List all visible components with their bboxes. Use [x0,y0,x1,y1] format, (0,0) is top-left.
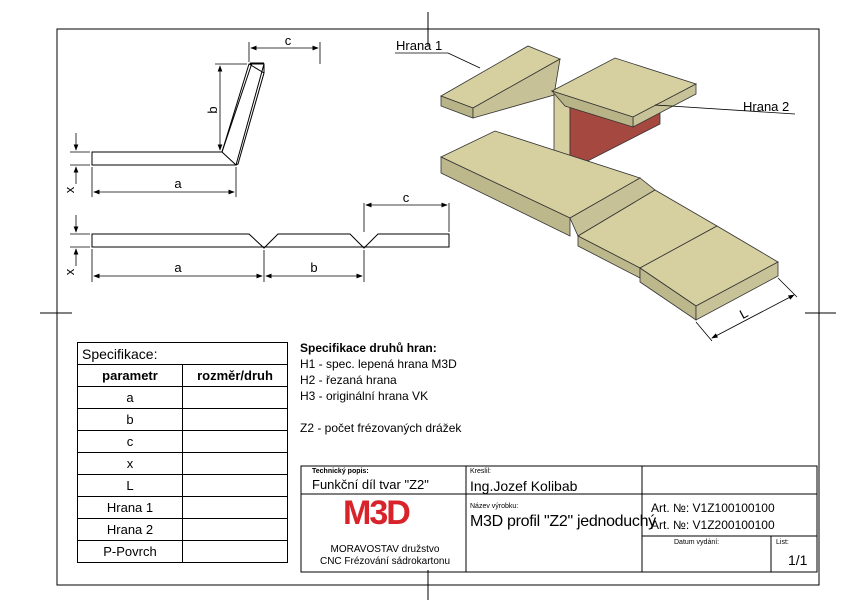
sheet-value: 1/1 [788,552,808,568]
dims-top [70,42,321,197]
isometric-3d-view [440,45,779,321]
table-row: L [77,474,288,497]
art-number-2: Art. №: V1Z200100100 [651,518,775,532]
value-cell[interactable] [182,452,288,475]
company-name: MORAVOSTAV družstvo [330,544,440,555]
centering-marks [40,12,836,600]
dim-b-bottom: b [310,260,317,275]
param-cell: c [77,430,183,453]
sheet-label: List: [776,539,789,546]
table-row: b [77,408,288,431]
param-cell: L [77,474,183,497]
value-cell[interactable] [182,518,288,541]
drawn-label: Kreslil: [470,468,492,475]
edge-spec-spacer [300,404,461,420]
param-cell: Hrana 2 [77,518,183,541]
dims-bottom [70,202,450,282]
value-cell[interactable] [182,408,288,431]
table-row: x [77,452,288,475]
dim-c-bottom: c [403,190,410,205]
profile-top-view [91,62,265,166]
param-cell: P-Povrch [77,540,183,563]
spec-header-value: rozměr/druh [182,364,288,387]
m3d-logo: M3D [343,494,411,532]
dim-x-bottom: x [62,268,77,275]
table-row: P-Povrch [77,540,288,563]
param-cell: a [77,386,183,409]
edge-spec-line: H1 - spec. lepená hrana M3D [300,357,457,371]
spec-header-param: parametr [77,364,183,387]
spec-table-caption: Specifikace: [77,342,288,365]
edge-spec-line: H2 - řezaná hrana [300,373,397,387]
value-cell[interactable] [182,496,288,519]
callouts-3d [395,52,798,342]
art-number-1: Art. №: V1Z100100100 [651,501,775,515]
table-row: Hrana 1 [77,496,288,519]
dim-c-top: c [285,33,292,48]
param-cell: Hrana 1 [77,496,183,519]
drawn-value: Ing.Jozef Kolibab [470,478,578,494]
edge-spec-line: Z2 - počet frézovaných drážek [300,421,462,435]
profile-bottom-view [91,233,450,249]
dim-L: L [737,305,750,322]
callout-hrana2: Hrana 2 [743,99,789,114]
title-block-grid [300,465,818,573]
table-row: Hrana 2 [77,518,288,541]
dim-a-top: a [174,176,182,191]
issue-date-label: Datum vydání: [674,539,720,546]
edge-spec-title: Specifikace druhů hran: [300,341,437,355]
edge-spec-line: H3 - originální hrana VK [300,389,429,403]
company-subtitle: CNC Frézování sádrokartonu [319,556,451,567]
tech-desc-label: Technický popis: [312,468,369,475]
callout-hrana1: Hrana 1 [396,38,442,53]
dim-b-top: b [205,106,220,113]
edge-spec: Specifikace druhů hran: H1 - spec. lepen… [300,340,461,436]
spec-table: Specifikace: parametr rozměr/druh a b c … [77,342,288,563]
dim-x-top: x [62,186,77,193]
value-cell[interactable] [182,474,288,497]
dim-a-bottom: a [174,260,182,275]
table-row: c [77,430,288,453]
product-label: Název výrobku: [470,503,519,510]
drawing-frame [56,28,820,586]
tech-desc-value: Funkční díl tvar "Z2" [312,477,429,492]
value-cell[interactable] [182,540,288,563]
value-cell[interactable] [182,430,288,453]
param-cell: b [77,408,183,431]
product-value: M3D profil "Z2" jednoduchý [470,513,656,530]
value-cell[interactable] [182,386,288,409]
param-cell: x [77,452,183,475]
table-row: a [77,386,288,409]
